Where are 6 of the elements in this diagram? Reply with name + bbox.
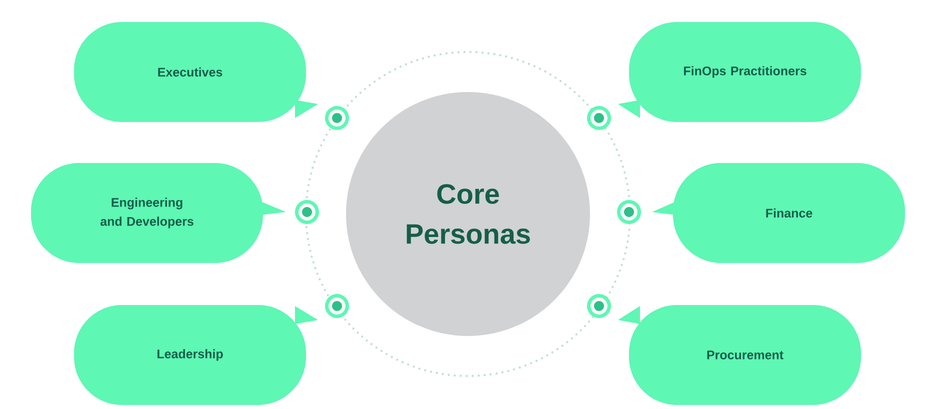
speech-bubble: Leadership bbox=[74, 304, 318, 405]
speech-bubble: FinOps Practitioners bbox=[618, 22, 861, 122]
speech-bubble: Finance bbox=[652, 163, 905, 263]
speech-bubble: Executives bbox=[74, 22, 318, 122]
speech-bubble: Procurement bbox=[618, 304, 861, 405]
speech-bubble: Engineering and Developers bbox=[31, 163, 286, 263]
